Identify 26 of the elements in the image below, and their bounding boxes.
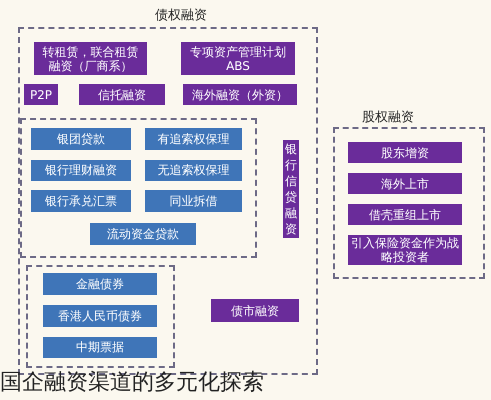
category-box: 无追索权保理 xyxy=(145,160,242,181)
category-box: 金融债券 xyxy=(43,273,157,295)
category-box: 流动资金贷款 xyxy=(90,223,196,245)
category-box: 银行理财融资 xyxy=(31,160,131,181)
category-box: 香港人民币债券 xyxy=(43,305,157,327)
category-box: 同业拆借 xyxy=(145,190,242,212)
category-box: 转租赁，联合租赁融资（厂商系） xyxy=(34,42,147,75)
category-box: 引入保险资金作为战略投资者 xyxy=(348,235,462,265)
category-box: 银团贷款 xyxy=(31,128,131,150)
category-box: 海外融资（外资） xyxy=(183,84,297,105)
caption: 国企融资渠道的多元化探索 xyxy=(0,369,264,397)
group-title: 债权融资 xyxy=(155,7,207,24)
dashed-group-box xyxy=(26,265,175,368)
category-box: 有追索权保理 xyxy=(145,128,242,150)
vertical-label-box: 银行信贷融资 xyxy=(283,140,299,238)
group-title: 股权融资 xyxy=(362,109,414,126)
category-box: 海外上市 xyxy=(348,173,462,194)
category-box: P2P xyxy=(24,84,58,105)
dashed-group-box xyxy=(20,118,257,258)
category-box: 信托融资 xyxy=(79,84,165,105)
category-box: 中期票据 xyxy=(43,337,157,358)
category-box: 债市融资 xyxy=(211,299,299,322)
category-box: 借壳重组上市 xyxy=(348,204,462,225)
category-box: 专项资产管理计划ABS xyxy=(181,42,295,75)
category-box: 银行承兑汇票 xyxy=(31,190,131,212)
category-box: 股东增资 xyxy=(348,142,462,163)
